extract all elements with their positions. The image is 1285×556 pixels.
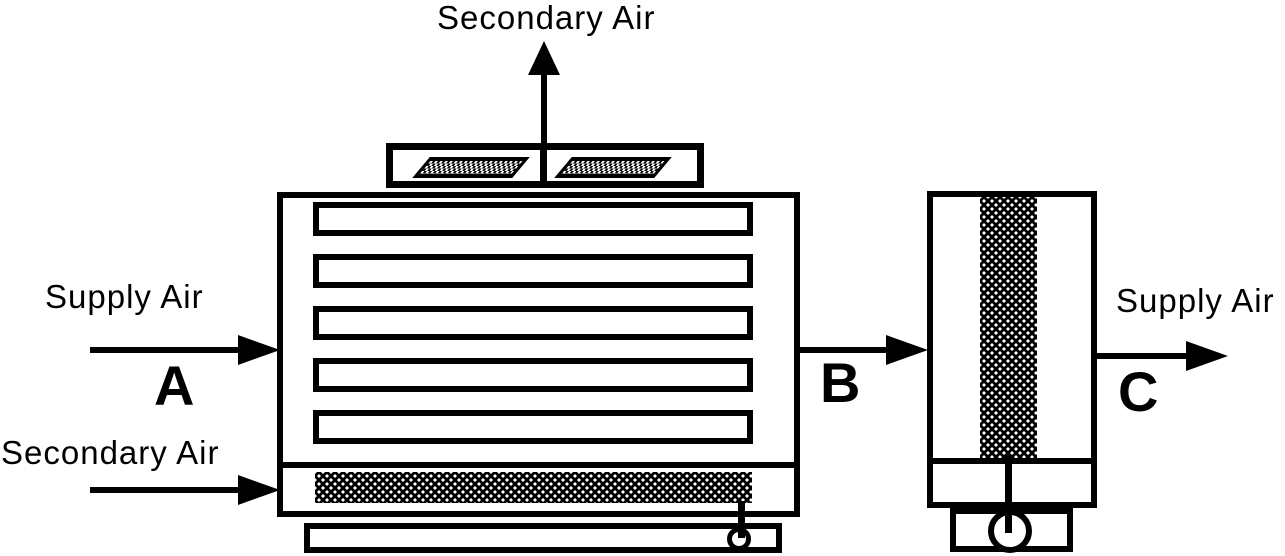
secondary-air-out-label: Secondary Air: [437, 0, 656, 36]
exchanger-plate: [313, 202, 753, 236]
exchanger-plate: [313, 410, 753, 444]
secondary-air-in-arrow-shaft: [90, 487, 240, 493]
pump-riser-pipe: [1005, 455, 1012, 533]
wet-pad-horizontal: [315, 472, 752, 503]
supply-air-out-arrowhead-icon: [1186, 341, 1228, 371]
interstage-arrow-shaft: [800, 347, 890, 353]
state-c-label: C: [1118, 360, 1159, 423]
heat-exchanger-unit: [277, 192, 800, 517]
tray-drain-pipe: [738, 501, 745, 538]
interstage-arrowhead-icon: [886, 335, 928, 365]
exchanger-plate: [313, 358, 753, 392]
water-tray: [304, 523, 782, 553]
exchanger-plate: [313, 254, 753, 288]
state-a-label: A: [154, 354, 195, 417]
fan-blade-left-icon: [412, 157, 530, 178]
fan-shaft: [540, 150, 547, 183]
secondary-air-in-arrowhead-icon: [238, 475, 280, 505]
supply-air-in-label: Supply Air: [45, 278, 204, 315]
supply-air-out-arrow-shaft: [1097, 353, 1190, 359]
state-b-label: B: [820, 351, 861, 414]
evaporative-pad-vertical: [980, 197, 1037, 461]
secondary-air-out-arrowhead-icon: [528, 41, 560, 75]
exchanger-plate: [313, 306, 753, 340]
supply-air-in-arrowhead-icon: [238, 335, 280, 365]
supply-air-out-label: Supply Air: [1116, 282, 1275, 319]
secondary-air-out-arrow-shaft: [541, 70, 547, 186]
secondary-air-in-label: Secondary Air: [1, 434, 220, 471]
supply-air-in-arrow-shaft: [90, 347, 240, 353]
fan-blade-right-icon: [554, 157, 672, 178]
chamber-divider: [277, 462, 800, 468]
cooler-sump-divider: [927, 458, 1097, 464]
